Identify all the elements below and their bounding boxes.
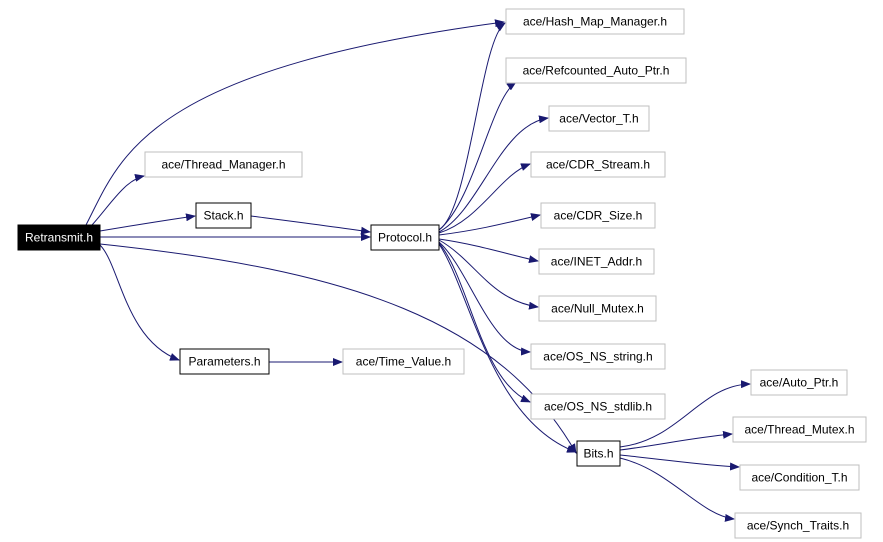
edge-protocol-to-refcounted [438,81,517,231]
edge-protocol-to-null_mutex [438,239,539,310]
node-inet_addr[interactable]: ace/INET_Addr.h [538,248,655,275]
node-label: ace/Refcounted_Auto_Ptr.h [523,64,670,78]
node-label: ace/OS_NS_string.h [543,350,652,364]
node-time_value[interactable]: ace/Time_Value.h [342,348,465,375]
node-label: Bits.h [583,447,613,461]
node-parameters[interactable]: Parameters.h [179,348,270,375]
node-condition[interactable]: ace/Condition_T.h [739,464,860,491]
node-box [530,393,666,420]
node-stack[interactable]: Stack.h [195,202,252,229]
node-protocol[interactable]: Protocol.h [370,224,440,251]
node-label: ace/Time_Value.h [356,355,451,369]
node-box [530,151,666,178]
node-box [195,202,252,229]
node-label: Parameters.h [188,355,260,369]
node-label: Retransmit.h [25,231,93,245]
edge-protocol-to-os_stdlib [438,242,531,403]
node-label: ace/CDR_Size.h [554,209,643,223]
node-refcounted[interactable]: ace/Refcounted_Auto_Ptr.h [505,57,687,84]
node-os_stdlib[interactable]: ace/OS_NS_stdlib.h [530,393,666,420]
node-box [538,295,657,322]
edge-protocol-to-vector [438,115,549,233]
edge-protocol-to-cdr_stream [438,163,531,234]
node-box [732,416,867,443]
edge-bits-to-thread_mutex [619,430,733,451]
node-box [144,151,303,178]
node-box [530,343,666,370]
node-label: ace/Thread_Manager.h [161,158,285,172]
node-label: ace/Synch_Traits.h [747,519,849,533]
node-hash_map[interactable]: ace/Hash_Map_Manager.h [505,8,685,35]
edge-retransmit-to-stack [99,213,196,232]
edge-retransmit-to-bits [99,243,577,454]
node-box [179,348,270,375]
node-box [750,369,848,396]
edge-protocol-to-bits [438,243,577,453]
node-label: ace/INET_Addr.h [551,255,642,269]
node-box [370,224,440,251]
node-label: ace/OS_NS_stdlib.h [544,400,652,414]
edge-retransmit-to-thread_manager [91,173,145,226]
node-thread_manager[interactable]: ace/Thread_Manager.h [144,151,303,178]
node-label: ace/Auto_Ptr.h [760,376,839,390]
node-bits[interactable]: Bits.h [576,440,621,467]
node-label: ace/Condition_T.h [751,471,847,485]
node-label: ace/Thread_Mutex.h [744,423,854,437]
node-box [505,8,685,35]
node-label: ace/CDR_Stream.h [546,158,650,172]
node-box [548,105,650,132]
node-vector[interactable]: ace/Vector_T.h [548,105,650,132]
node-label: Stack.h [203,209,243,223]
node-null_mutex[interactable]: ace/Null_Mutex.h [538,295,657,322]
node-label: ace/Null_Mutex.h [551,302,644,316]
edge-bits-to-auto_ptr [619,380,751,448]
edge-protocol-to-cdr_size [438,213,541,236]
node-label: ace/Hash_Map_Manager.h [523,15,667,29]
node-cdr_size[interactable]: ace/CDR_Size.h [540,202,656,229]
edge-bits-to-synch_traits [619,457,735,522]
edge-retransmit-to-parameters [99,244,180,361]
edge-protocol-to-inet_addr [438,238,539,264]
node-label: ace/Vector_T.h [559,112,638,126]
nodes-layer: Retransmit.h ace/Hash_Map_Manager.h ace/Th… [17,8,867,539]
node-box [739,464,860,491]
node-box [576,440,621,467]
edge-protocol-to-hash_map [438,22,506,231]
edges-layer [85,19,751,522]
edge-stack-to-protocol [250,215,371,235]
node-box [538,248,655,275]
node-box [342,348,465,375]
node-synch_traits[interactable]: ace/Synch_Traits.h [734,512,862,539]
node-auto_ptr[interactable]: ace/Auto_Ptr.h [750,369,848,396]
node-label: Protocol.h [378,231,432,245]
node-retransmit[interactable]: Retransmit.h [17,224,101,251]
edge-bits-to-condition [619,454,740,471]
node-box [17,224,101,251]
node-cdr_stream[interactable]: ace/CDR_Stream.h [530,151,666,178]
edge-retransmit-to-hash_map [85,19,505,226]
node-os_string[interactable]: ace/OS_NS_string.h [530,343,666,370]
node-box [734,512,862,539]
node-box [540,202,656,229]
edge-protocol-to-os_string [438,241,531,356]
node-thread_mutex[interactable]: ace/Thread_Mutex.h [732,416,867,443]
node-box [505,57,687,84]
